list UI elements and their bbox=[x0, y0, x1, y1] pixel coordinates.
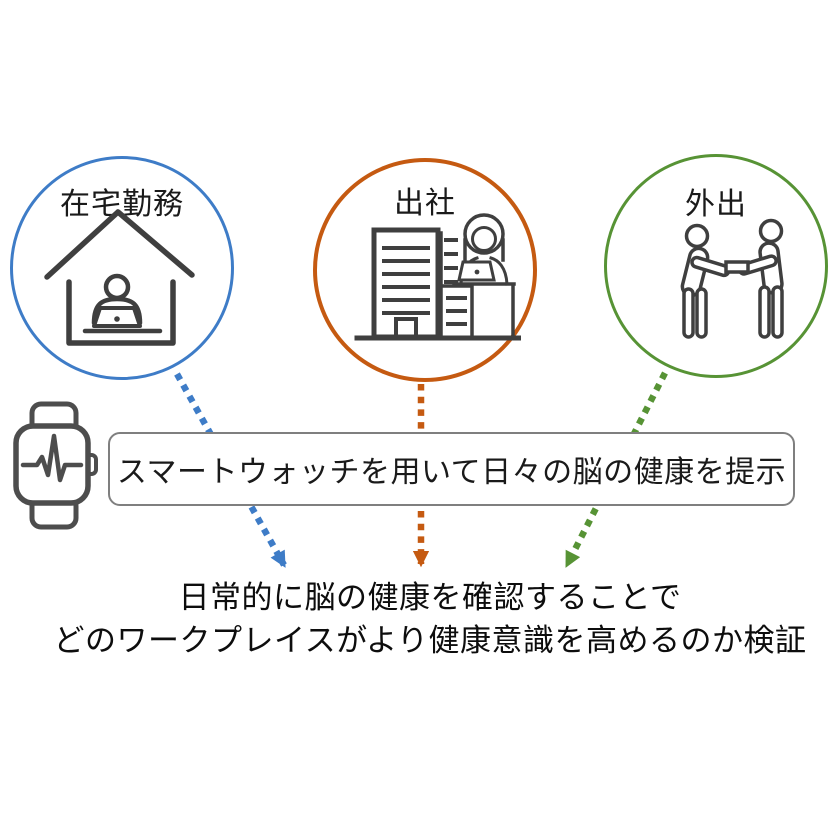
office-building-worker-icon bbox=[354, 213, 521, 341]
workplace-circle-office: 出社 bbox=[313, 158, 537, 382]
workplace-circle-remote-work: 在宅勤務 bbox=[10, 156, 234, 380]
conclusion-text: 日常的に脳の健康を確認することで どのワークプレイスがより健康意識を高めるのか検… bbox=[30, 576, 830, 662]
smartwatch-heartbeat-icon bbox=[13, 401, 98, 530]
smartwatch-banner-text: スマートウォッチを用いて日々の脳の健康を提示 bbox=[116, 456, 787, 489]
house-remote-worker-icon bbox=[44, 209, 195, 346]
workplace-circle-going-out: 外出 bbox=[604, 154, 828, 378]
conclusion-line-2: どのワークプレイスがより健康意識を高めるのか検証 bbox=[53, 623, 807, 658]
workplace-label-office: 出社 bbox=[394, 187, 456, 220]
workplace-label-going-out: 外出 bbox=[685, 188, 747, 221]
business-card-exchange-icon bbox=[680, 218, 784, 339]
smartwatch-banner: スマートウォッチを用いて日々の脳の健康を提示 bbox=[108, 432, 795, 506]
conclusion-line-1: 日常的に脳の健康を確認することで bbox=[178, 580, 682, 615]
arrow-from-remote-work bbox=[174, 372, 287, 568]
